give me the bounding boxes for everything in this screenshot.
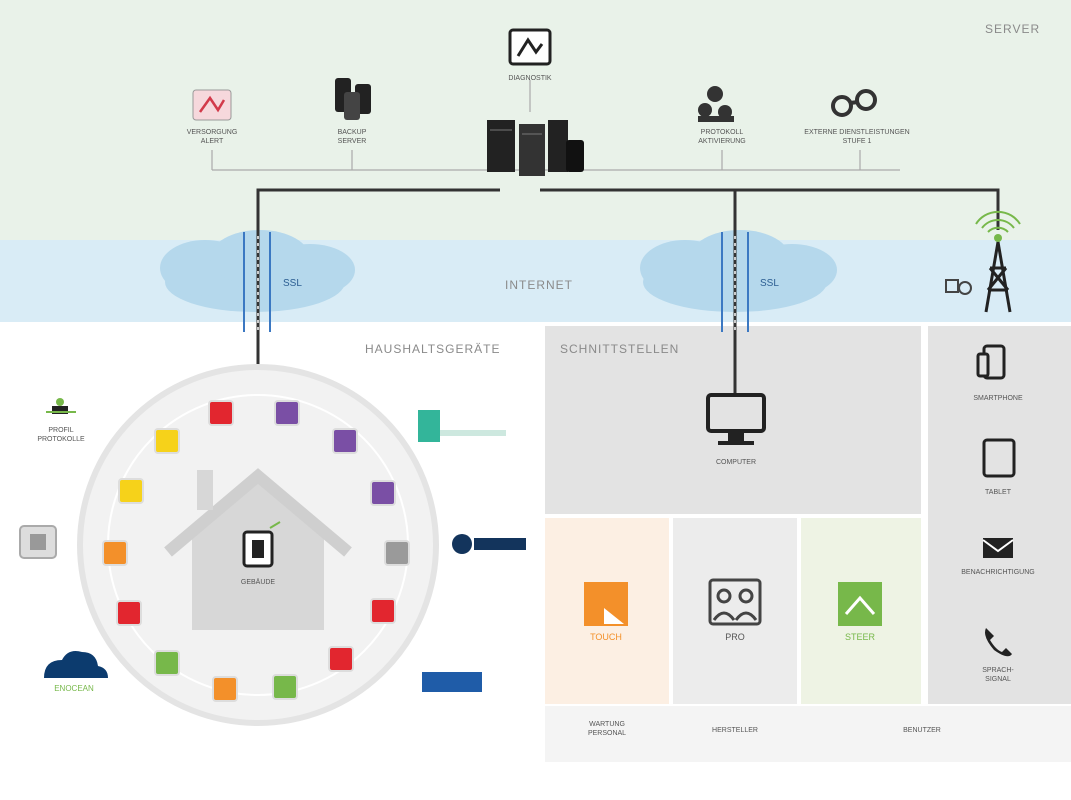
benachrichtigung-label: BENACHRICHTIGUNG (961, 569, 1035, 576)
chain-icon (831, 89, 877, 117)
ssl-right-label: SSL (760, 278, 779, 289)
appliance-red-2 (370, 598, 396, 624)
pro-label: PRO (725, 632, 745, 642)
appliance-purple-1 (274, 400, 300, 426)
gateway-icon (242, 521, 281, 568)
antenna-icon (975, 210, 1021, 313)
profil-label: PROFIL PROTOKOLLE (37, 427, 85, 443)
pro-icon (708, 578, 762, 626)
gray-device-icon (19, 525, 57, 559)
alert-icon (192, 89, 232, 121)
touch-label: TOUCH (590, 632, 622, 642)
pro-panel (673, 518, 797, 704)
smartphone-icon (976, 344, 1006, 380)
appliance-orange-1 (212, 676, 238, 702)
green-logo-icon (418, 410, 506, 442)
cloud-left (160, 230, 355, 312)
appliance-gray-1 (384, 540, 410, 566)
server-icon (487, 120, 584, 176)
ssl-left-label: SSL (283, 278, 302, 289)
appliance-yellow-1 (118, 478, 144, 504)
ssl-tunnel-right (721, 232, 749, 332)
smartphone-label: SMARTPHONE (973, 395, 1023, 402)
haushalt-label: HAUSHALTSGERÄTE (365, 342, 501, 356)
appliance-red-3 (328, 646, 354, 672)
touch-icon (584, 582, 628, 626)
backup-icon (335, 78, 371, 120)
diagnose-icon (508, 28, 552, 66)
satellite-icon (945, 279, 972, 295)
house-label: GEBÄUDE (240, 579, 276, 586)
versorgung-label: VERSORGUNG ALERT (186, 129, 238, 145)
enocean-label: ENOCEAN (54, 684, 94, 693)
appliance-red-4 (116, 600, 142, 626)
appliance-yellow-2 (154, 428, 180, 454)
appliance-red-1 (208, 400, 234, 426)
ssl-tunnel-left (243, 232, 271, 332)
appliance-green-1 (272, 674, 298, 700)
diagnose-label: DIAGNOSTIK (508, 75, 552, 82)
sprachsignal-label: SPRACH- SIGNAL (982, 667, 1014, 683)
computer-label: COMPUTER (715, 459, 757, 466)
protokoll-icon (698, 86, 734, 122)
appliance-green-2 (154, 650, 180, 676)
steer-label: STEER (844, 632, 875, 642)
steer-icon (838, 582, 882, 626)
appliance-purple-3 (370, 480, 396, 506)
appliance-purple-2 (332, 428, 358, 454)
benutzer-label: BENUTZER (903, 727, 941, 734)
externe-label: EXTERNE DIENSTLEISTUNGEN STUFE 1 (804, 129, 910, 145)
tablet-icon (982, 438, 1016, 478)
schnittstellen-label: SCHNITTSTELLEN (560, 342, 680, 356)
wago-logo-icon (452, 534, 526, 554)
tablet-label: TABLET (985, 489, 1011, 496)
cloud-logo-icon (44, 651, 108, 678)
appliance-orange-2 (102, 540, 128, 566)
computer-icon (706, 393, 766, 445)
devices-panel (928, 326, 1071, 704)
footer-strip (545, 706, 1071, 762)
zigbee-logo-icon (422, 672, 482, 692)
server-label: SERVER (985, 22, 1041, 36)
phone-icon (985, 628, 1012, 657)
schnittstellen-panel (545, 326, 921, 514)
wartung-label: WARTUNG PERSONAL (587, 721, 627, 737)
cloud-right (640, 230, 837, 312)
profil-logo-icon (46, 398, 76, 414)
mail-icon (982, 538, 1014, 558)
protokoll-label: PROTOKOLL AKTIVIERUNG (698, 129, 746, 145)
backup-label: BACKUP SERVER (337, 129, 367, 145)
hersteller-label: HERSTELLER (712, 727, 758, 734)
internet-label: INTERNET (505, 278, 573, 292)
